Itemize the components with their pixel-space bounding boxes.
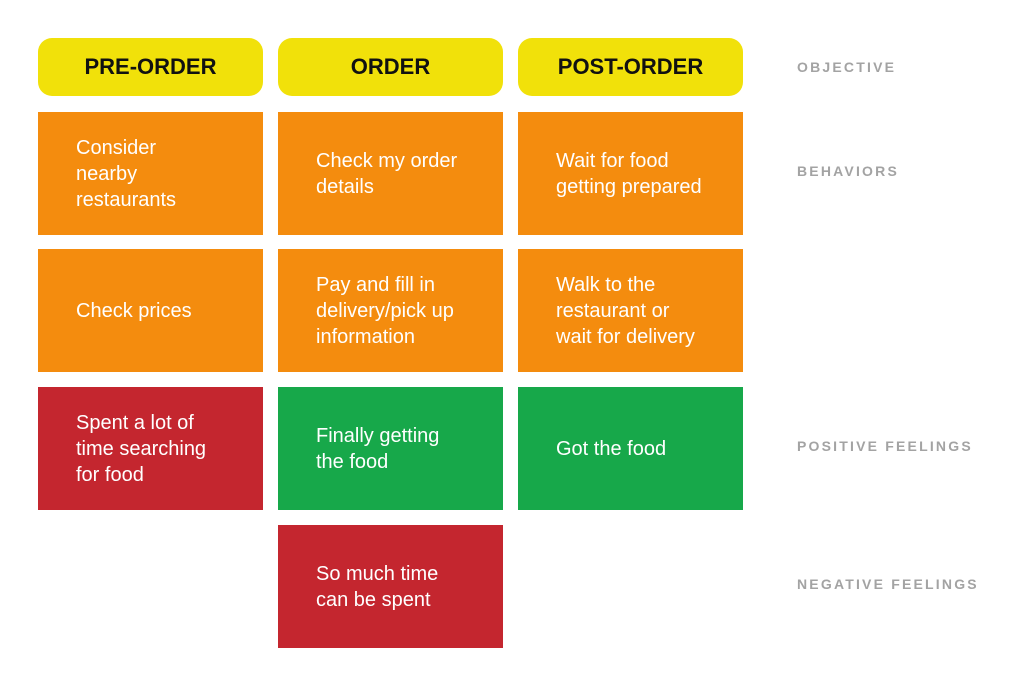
card-order-negative-feeling: So much time can be spent — [278, 525, 503, 648]
card-order-behavior-2: Pay and fill in delivery/pick up informa… — [278, 249, 503, 372]
card-text: Consider nearby restaurants — [76, 136, 177, 211]
stage-header-label: POST-ORDER — [557, 54, 704, 79]
card-order-positive-feeling: Finally getting the food — [278, 387, 503, 510]
card-text: Spent a lot of time searching for food — [76, 411, 207, 486]
stage-header-post-order: POST-ORDER — [518, 38, 743, 96]
card-post-order-positive-feeling: Got the food — [518, 387, 743, 510]
row-label-behaviors: BEHAVIORS — [797, 163, 899, 179]
stage-header-label: PRE-ORDER — [84, 54, 217, 79]
card-pre-order-negative-feeling: Spent a lot of time searching for food — [38, 387, 263, 510]
card-pre-order-behavior-2: Check prices — [38, 249, 263, 372]
card-post-order-behavior-1: Wait for food getting prepared — [518, 112, 743, 235]
card-order-behavior-1: Check my order details — [278, 112, 503, 235]
card-post-order-behavior-2: Walk to the restaurant or wait for deliv… — [518, 249, 743, 372]
card-text: Wait for food getting prepared — [556, 149, 702, 198]
card-text: Finally getting the food — [316, 424, 440, 473]
card-text: Check prices — [76, 299, 192, 322]
row-label-positive-feelings: POSITIVE FEELINGS — [797, 438, 973, 454]
stage-header-pre-order: PRE-ORDER — [38, 38, 263, 96]
row-label-objective: OBJECTIVE — [797, 59, 897, 75]
card-pre-order-behavior-1: Consider nearby restaurants — [38, 112, 263, 235]
card-text: Got the food — [556, 437, 667, 460]
stage-header-order: ORDER — [278, 38, 503, 96]
card-text: Walk to the restaurant or wait for deliv… — [556, 273, 695, 348]
card-text: So much time can be spent — [316, 562, 439, 611]
row-label-negative-feelings: NEGATIVE FEELINGS — [797, 576, 979, 592]
card-text: Pay and fill in delivery/pick up informa… — [316, 273, 454, 348]
card-text: Check my order details — [316, 149, 458, 198]
stage-header-label: ORDER — [350, 54, 431, 79]
